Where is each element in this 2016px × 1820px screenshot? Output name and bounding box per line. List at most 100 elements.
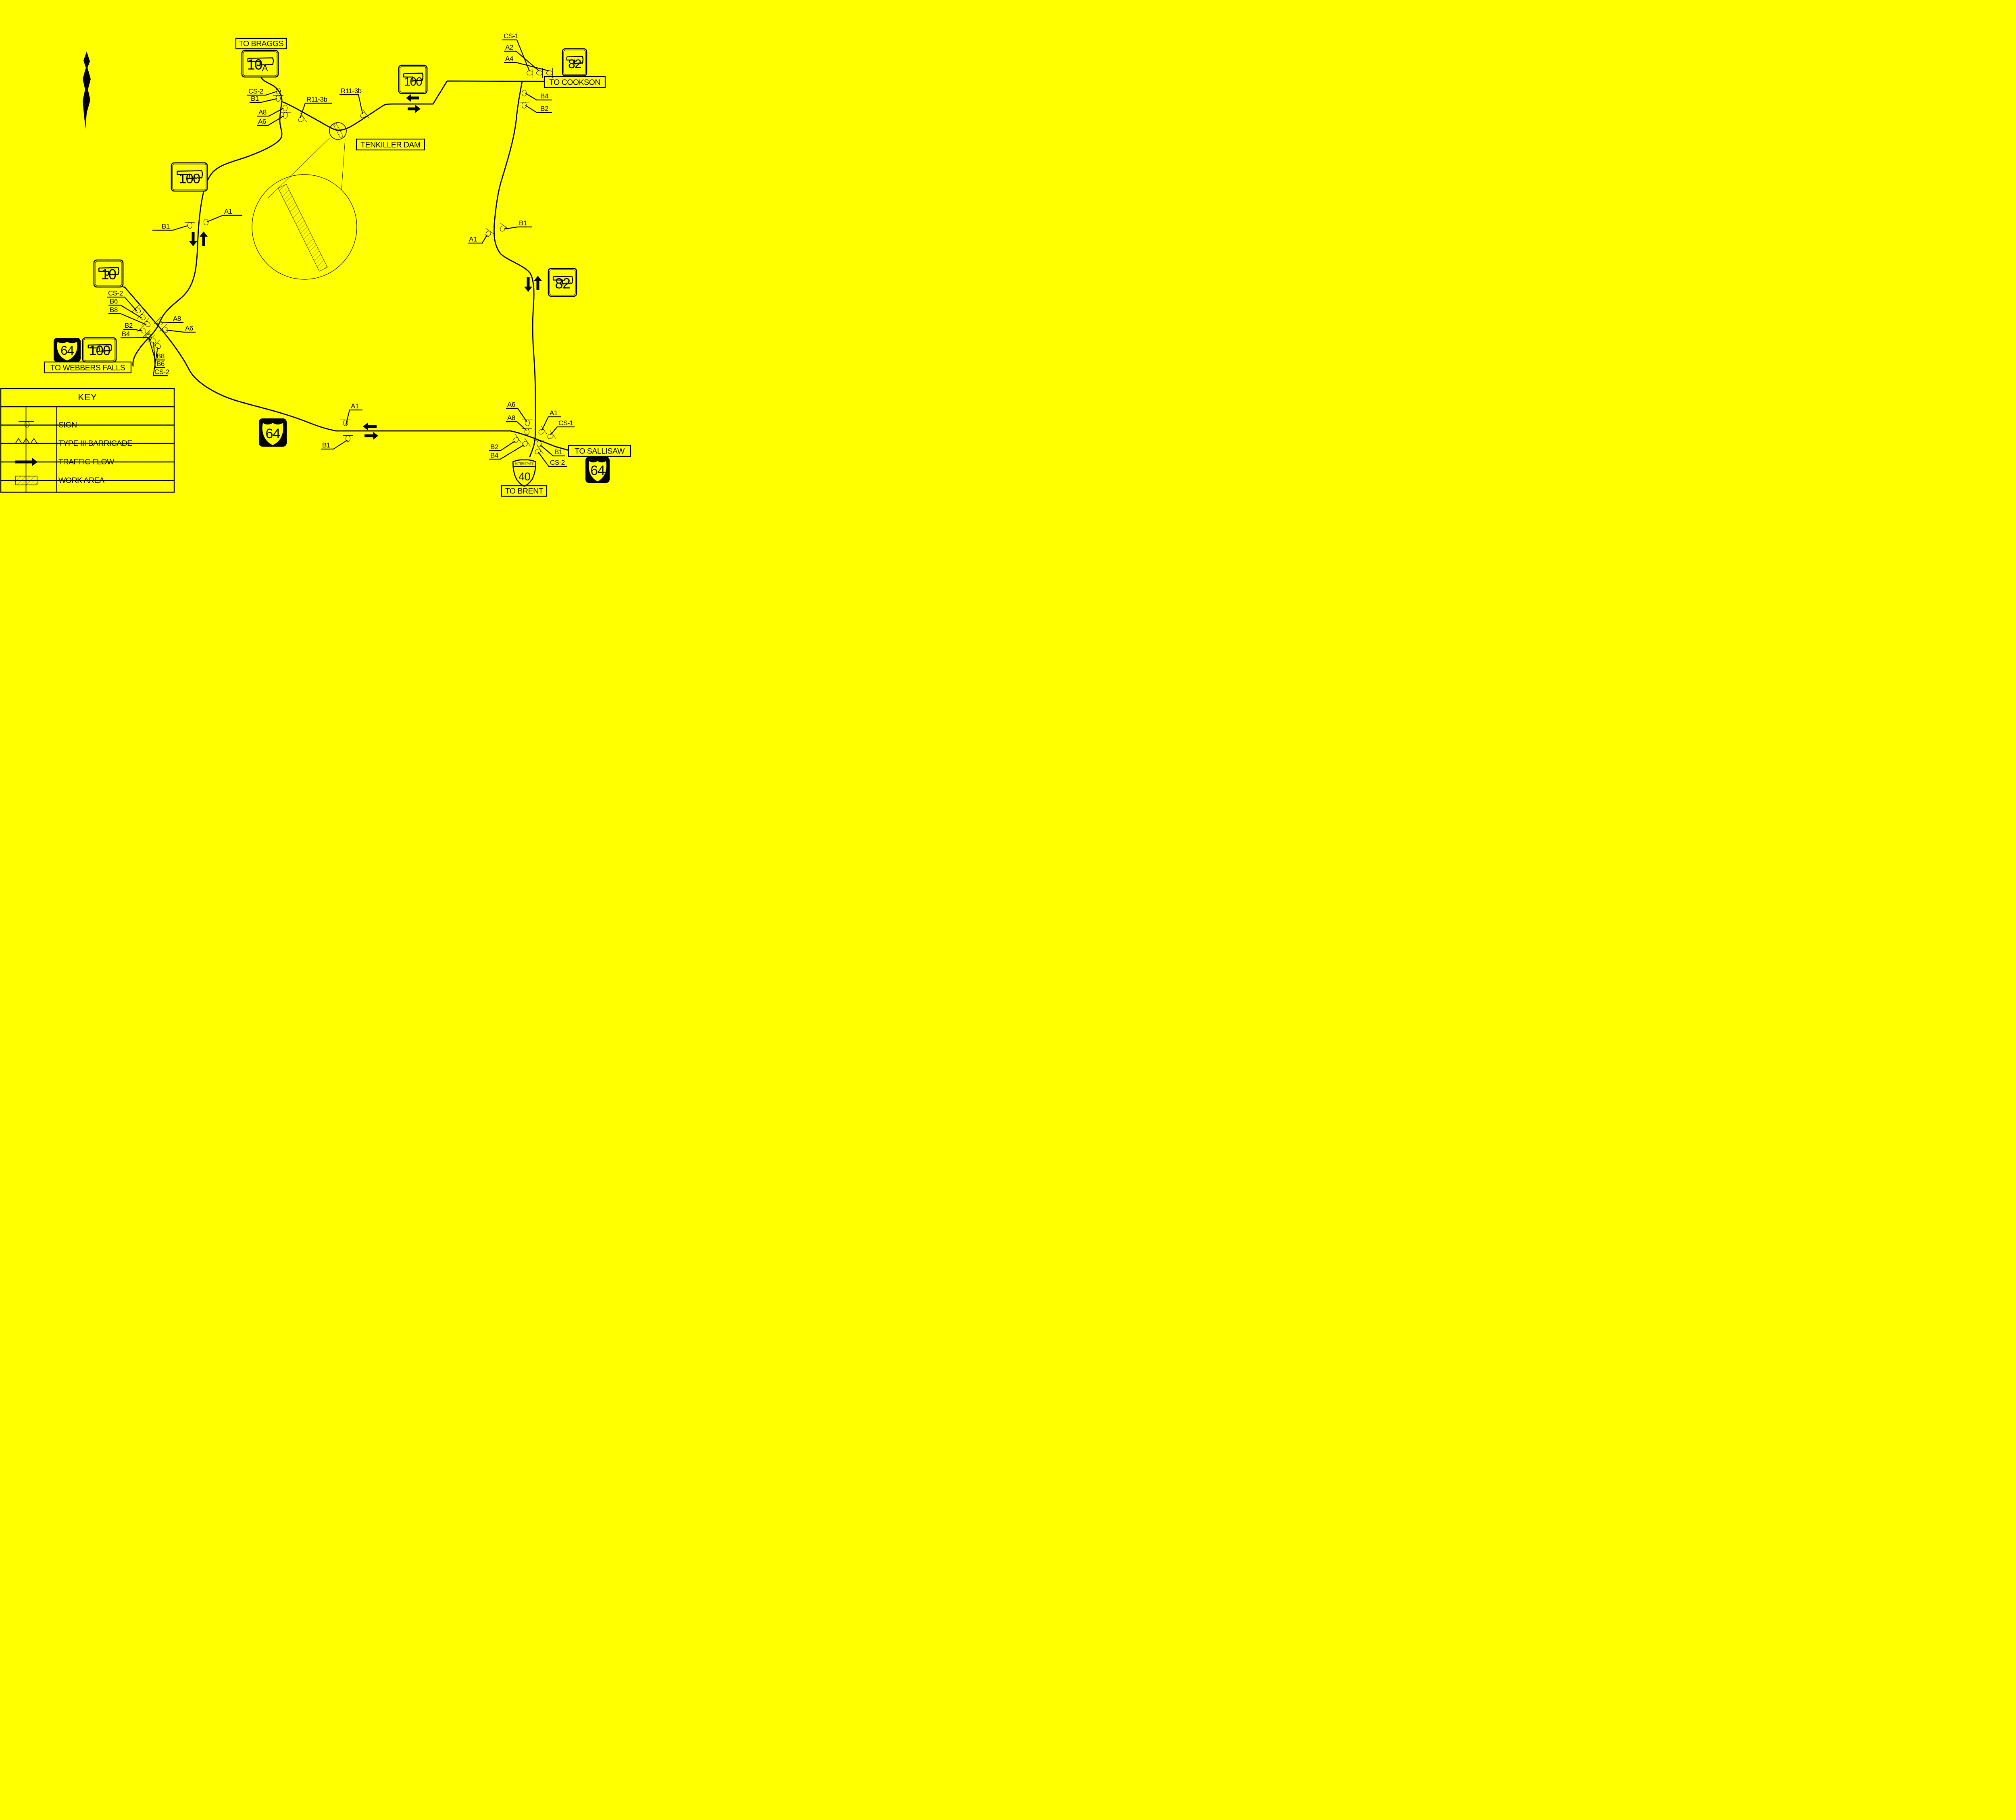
callout-leader-line xyxy=(500,441,515,451)
to-braggs-label: TO BRAGGS xyxy=(239,40,284,48)
callout-leader-line xyxy=(333,439,348,450)
callout-leader-line xyxy=(260,98,277,103)
sign-circle xyxy=(156,319,163,326)
flow-arrow-left-icon xyxy=(363,422,377,431)
callout-a6-3: A6 xyxy=(257,115,284,126)
ok-shield-inner-border xyxy=(172,164,206,190)
to-webbers-falls-label: TO WEBBERS FALLS xyxy=(50,364,125,372)
ok-shield-inner-border xyxy=(563,50,586,75)
callout-leader-line xyxy=(550,426,558,435)
callout-label: A8 xyxy=(173,315,181,322)
us-64-shield: 64 xyxy=(585,457,610,483)
sign-circle xyxy=(360,112,367,118)
sign-circle xyxy=(346,435,350,442)
sign-symbol-icon xyxy=(273,88,283,94)
route-number: 100 xyxy=(404,75,423,88)
callout-leader-line xyxy=(267,115,284,126)
callout-a6-21: A6 xyxy=(166,324,196,333)
boxed-label-to-brent: TO BRENT xyxy=(501,485,548,497)
callout-a1-29: A1 xyxy=(541,409,561,431)
detail-projection-line xyxy=(341,138,346,190)
callout-cs-2-0: CS-2 xyxy=(247,87,277,96)
sign-circle xyxy=(276,95,281,102)
callout-b8-17: B8 xyxy=(108,306,147,325)
sign-circle xyxy=(298,116,304,122)
flow-arrow-up-icon xyxy=(534,276,542,290)
callout-a6-27: A6 xyxy=(506,401,527,422)
callout-leader-line xyxy=(120,313,147,325)
us-shield-cutout xyxy=(588,461,607,482)
sign-code-callouts: CS-2B1A8A6R11-3bR11-3bCS-1A2A4B4B2B1A1A1… xyxy=(107,32,575,467)
flow-arrow-right-icon xyxy=(364,432,378,440)
sign-symbol-icon xyxy=(522,428,532,435)
callout-label: B4 xyxy=(540,92,548,100)
flow-arrow-up-icon xyxy=(200,231,208,246)
sign-symbol-icon xyxy=(340,420,351,426)
callout-leader-line xyxy=(172,225,188,231)
ok-100-shield: 100 xyxy=(171,162,208,192)
callout-label: CS-2 xyxy=(550,459,565,466)
us-shield-cutout xyxy=(262,423,283,445)
sign-circle xyxy=(204,219,208,225)
callout-label: B8 xyxy=(110,306,118,314)
callout-b4-32: B4 xyxy=(489,444,525,460)
callout-leader-line xyxy=(131,337,148,339)
route-number: 82 xyxy=(555,275,570,292)
sign-circle xyxy=(150,337,156,344)
callout-label: B1 xyxy=(554,448,562,456)
route-number: 64 xyxy=(60,343,74,358)
traffic-flow-arrows xyxy=(189,94,542,440)
sign-circle xyxy=(283,112,288,119)
arrow-shape xyxy=(15,458,37,466)
callout-label: B1 xyxy=(162,223,170,230)
sign-symbol-icon xyxy=(147,335,156,344)
oklahoma-outline-icon xyxy=(247,57,274,66)
sign-circle xyxy=(146,334,152,340)
callout-label: B2 xyxy=(125,322,133,329)
sign-symbol-icon xyxy=(154,316,163,326)
sign-symbol-icon xyxy=(527,68,533,78)
ok-10-shield: 10 xyxy=(93,259,124,288)
callout-b2-18: B2 xyxy=(123,322,143,332)
sign-circle xyxy=(140,314,146,320)
callout-a1-25: A1 xyxy=(345,402,362,426)
destination-labels: TO BRAGGS TENKILLER DAM TO COOKSON TO WEBBE… xyxy=(44,37,631,497)
route-number: 100 xyxy=(179,171,200,186)
boxed-label-tenkiller-dam: TENKILLER DAM xyxy=(356,138,425,151)
key-label-traffic-flow: TRAFFIC FLOW xyxy=(58,458,115,466)
work-area-hatch-icon xyxy=(15,476,37,485)
callout-leader-line xyxy=(358,94,363,114)
callout-label: B6 xyxy=(156,360,165,368)
boxed-label-to-cookson: TO COOKSON xyxy=(544,76,606,88)
type3-barricade-icon xyxy=(30,438,38,444)
boxed-label-to-sallisaw: TO SALLISAW xyxy=(568,445,631,457)
callout-label: A1 xyxy=(469,235,477,243)
callout-leader-line xyxy=(541,416,549,431)
callout-cs-1-30: CS-1 xyxy=(550,419,575,435)
oklahoma-outline-icon xyxy=(98,267,120,276)
callout-leader-line xyxy=(124,296,137,312)
tenkiller-dam-detail-inset xyxy=(252,122,357,280)
arrow-shape xyxy=(524,277,532,292)
callout-label: A1 xyxy=(550,409,558,417)
callout-leader-line xyxy=(166,329,185,333)
callout-label: A2 xyxy=(505,44,513,51)
us-64-shield: 64 xyxy=(54,338,81,362)
route-number: 64 xyxy=(266,426,280,441)
arrow-shape xyxy=(364,432,378,440)
callout-label: A1 xyxy=(351,402,359,410)
callout-leader-line xyxy=(525,105,537,113)
ok-82-shield: 82 xyxy=(562,48,587,77)
sign-symbol-icon xyxy=(547,430,556,439)
callout-label: B1 xyxy=(519,219,527,227)
route-number: 82 xyxy=(568,57,581,71)
to-sallisaw-label: TO SALLISAW xyxy=(575,447,625,456)
callout-leader-line xyxy=(515,62,550,72)
callout-b4-9: B4 xyxy=(525,92,552,101)
road-us64-through-junction xyxy=(124,286,569,451)
to-cookson-box xyxy=(544,76,606,88)
ok-shield-inner-border xyxy=(83,339,115,361)
sign-circle xyxy=(155,343,161,349)
callout-b1-33: B1 xyxy=(539,444,565,457)
callout-leader-line xyxy=(525,93,537,101)
